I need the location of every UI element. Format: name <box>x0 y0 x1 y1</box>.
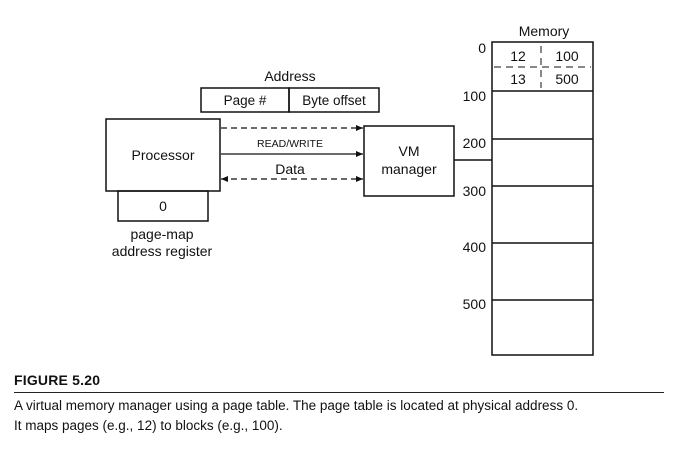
address-page-field-label: Page # <box>224 93 267 108</box>
page-map-register-label-line-1: page-map <box>130 226 193 242</box>
caption-text: A virtual memory manager using a page ta… <box>14 396 664 436</box>
figure-label: FIGURE 5.20 <box>14 372 101 388</box>
figure-caption: FIGURE 5.20 A virtual memory manager usi… <box>14 372 664 436</box>
memory-address-label: 200 <box>463 135 487 151</box>
vm-manager-label-line-2: manager <box>381 161 437 177</box>
memory-column <box>491 41 594 356</box>
page-map-register-label-line-2: address register <box>112 243 213 259</box>
page-table-block-entry: 100 <box>555 48 579 64</box>
virtual-memory-diagram: Address Page # Byte offset Processor 0 p… <box>105 23 594 356</box>
memory-title: Memory <box>519 23 570 39</box>
memory-address-label: 400 <box>463 239 487 255</box>
memory-address-label: 500 <box>463 296 487 312</box>
page-table-page-entry: 13 <box>510 71 526 87</box>
page-table-block-entry: 500 <box>555 71 579 87</box>
address-offset-field <box>288 87 380 113</box>
page-table-page-entry: 12 <box>510 48 526 64</box>
data-signal-label: Data <box>275 161 305 177</box>
page-map-register-box <box>117 190 209 222</box>
caption-line-2: It maps pages (e.g., 12) to blocks (e.g.… <box>14 418 283 433</box>
processor-label: Processor <box>131 147 194 163</box>
memory-address-label: 100 <box>463 88 487 104</box>
address-label: Address <box>264 68 315 84</box>
memory-address-label: 0 <box>478 40 486 56</box>
page-map-register-value: 0 <box>159 198 167 214</box>
vm-manager-label-line-1: VM <box>399 143 420 159</box>
caption-rule <box>14 392 664 393</box>
address-offset-field-label: Byte offset <box>302 93 366 108</box>
caption-line-1: A virtual memory manager using a page ta… <box>14 398 579 413</box>
memory-address-label: 300 <box>463 183 487 199</box>
read-write-signal-label: READ/WRITE <box>257 138 323 150</box>
vm-manager-box <box>363 125 455 197</box>
